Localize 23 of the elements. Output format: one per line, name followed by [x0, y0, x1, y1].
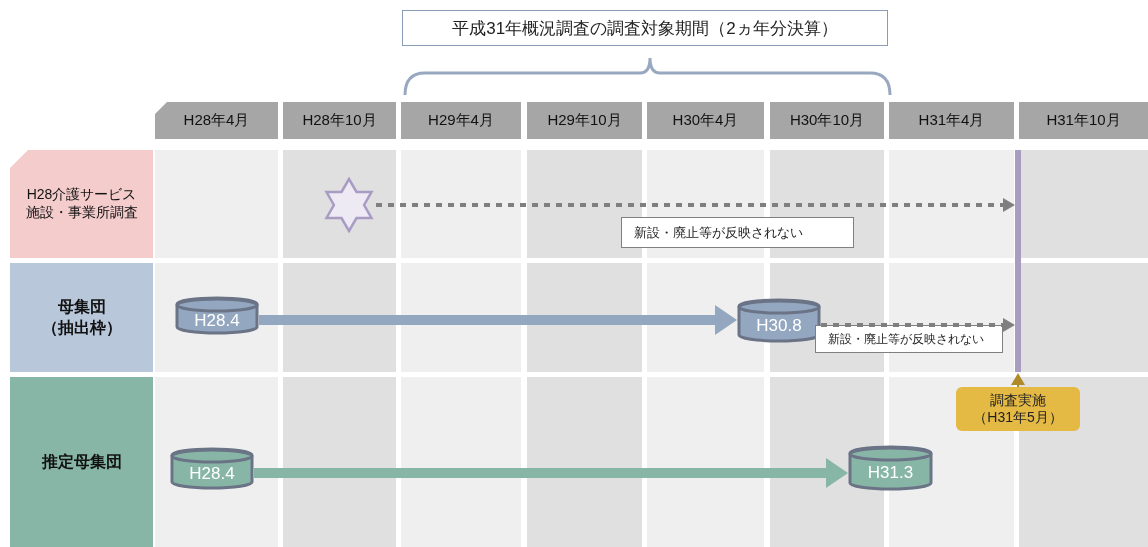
period-header: H30年4月 — [647, 102, 764, 139]
period-header: H29年10月 — [527, 102, 642, 139]
row-header: 推定母集団 — [10, 377, 153, 547]
period-header: H28年4月 — [155, 102, 278, 139]
period-header: H30年10月 — [770, 102, 884, 139]
star — [322, 178, 376, 232]
cylinder: H28.4 — [175, 298, 259, 334]
cylinder: H28.4 — [170, 449, 254, 489]
title-box: 平成31年概況調査の調査対象期間（2ヵ年分決算） — [402, 10, 888, 46]
row-header: 母集団（抽出枠） — [10, 263, 153, 372]
callout-box: 調査実施（H31年5月） — [956, 387, 1080, 431]
arrow — [254, 458, 848, 488]
pointer-arrow — [1011, 373, 1025, 388]
period-header: H31年10月 — [1019, 102, 1148, 139]
arrow — [376, 198, 1015, 212]
period-header: H29年4月 — [401, 102, 521, 139]
row-header: H28介護サービス施設・事業所調査 — [10, 150, 153, 258]
note-box: 新設・廃止等が反映されない — [815, 325, 1003, 353]
period-header: H28年10月 — [283, 102, 396, 139]
note-box: 新設・廃止等が反映されない — [621, 217, 854, 248]
period-header: H31年4月 — [889, 102, 1014, 139]
arrow — [259, 305, 737, 335]
arrow — [821, 318, 1015, 332]
